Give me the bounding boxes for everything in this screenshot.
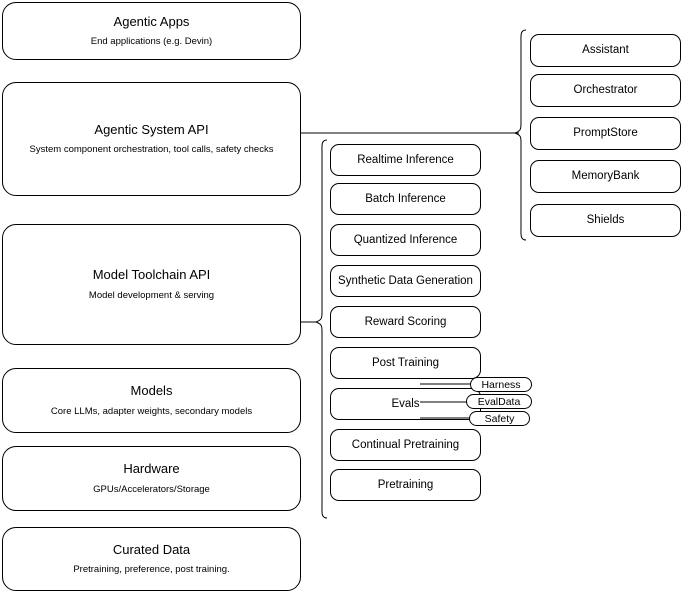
component-promptstore[interactable]: PromptStore xyxy=(530,117,681,150)
component-shields[interactable]: Shields xyxy=(530,204,681,237)
pill-harness[interactable]: Harness xyxy=(470,377,532,392)
layer-models[interactable]: Models Core LLMs, adapter weights, secon… xyxy=(2,368,301,433)
pill-label: EvalData xyxy=(477,395,521,408)
pill-safety[interactable]: Safety xyxy=(469,411,530,426)
layer-subtitle: Core LLMs, adapter weights, secondary mo… xyxy=(50,405,253,417)
layer-agentic-apps[interactable]: Agentic Apps End applications (e.g. Devi… xyxy=(2,2,301,60)
pill-evaldata[interactable]: EvalData xyxy=(466,394,532,409)
layer-agentic-system-api[interactable]: Agentic System API System component orch… xyxy=(2,82,301,196)
capability-realtime-inference[interactable]: Realtime Inference xyxy=(330,144,481,176)
capability-label: Pretraining xyxy=(377,478,434,491)
capability-label: Evals xyxy=(391,397,420,410)
capability-label: Reward Scoring xyxy=(364,315,447,328)
pill-label: Safety xyxy=(484,412,515,425)
layer-title: Model Toolchain API xyxy=(92,267,211,283)
layer-subtitle: System component orchestration, tool cal… xyxy=(29,144,274,156)
layer-subtitle: End applications (e.g. Devin) xyxy=(90,36,213,48)
capability-evals[interactable]: Evals xyxy=(330,388,481,420)
layer-title: Agentic Apps xyxy=(113,13,190,29)
pill-label: Harness xyxy=(481,378,521,391)
component-orchestrator[interactable]: Orchestrator xyxy=(530,74,681,107)
capability-label: Post Training xyxy=(371,356,440,369)
component-label: Assistant xyxy=(582,44,629,57)
layer-subtitle: GPUs/Accelerators/Storage xyxy=(93,483,210,495)
layer-subtitle: Pretraining, preference, post training. xyxy=(73,564,230,576)
capability-quantized-inference[interactable]: Quantized Inference xyxy=(330,224,481,256)
layer-subtitle: Model development & serving xyxy=(88,289,215,301)
component-label: PromptStore xyxy=(573,127,638,140)
component-assistant[interactable]: Assistant xyxy=(530,34,681,67)
capability-batch-inference[interactable]: Batch Inference xyxy=(330,183,481,215)
brace-system-components xyxy=(513,29,527,241)
layer-title: Hardware xyxy=(123,461,180,477)
layer-title: Curated Data xyxy=(112,541,191,557)
capability-label: Realtime Inference xyxy=(357,153,454,166)
capability-label: Synthetic Data Generation xyxy=(338,274,473,287)
brace-toolchain-capabilities xyxy=(314,139,328,519)
layer-title: Agentic System API xyxy=(94,121,209,137)
capability-label: Batch Inference xyxy=(365,192,446,205)
capability-synthetic-data-generation[interactable]: Synthetic Data Generation xyxy=(330,265,481,297)
layer-title: Models xyxy=(130,383,173,399)
layer-hardware[interactable]: Hardware GPUs/Accelerators/Storage xyxy=(2,446,301,511)
layer-curated-data[interactable]: Curated Data Pretraining, preference, po… xyxy=(2,527,301,591)
capability-post-training[interactable]: Post Training xyxy=(330,347,481,379)
component-label: Shields xyxy=(586,214,625,227)
component-label: Orchestrator xyxy=(573,84,638,97)
capability-label: Continual Pretraining xyxy=(351,438,460,451)
capability-reward-scoring[interactable]: Reward Scoring xyxy=(330,306,481,338)
layer-model-toolchain-api[interactable]: Model Toolchain API Model development & … xyxy=(2,224,301,345)
component-label: MemoryBank xyxy=(571,170,640,183)
capability-pretraining[interactable]: Pretraining xyxy=(330,469,481,501)
capability-label: Quantized Inference xyxy=(353,233,458,246)
capability-continual-pretraining[interactable]: Continual Pretraining xyxy=(330,429,481,461)
component-memorybank[interactable]: MemoryBank xyxy=(530,160,681,193)
